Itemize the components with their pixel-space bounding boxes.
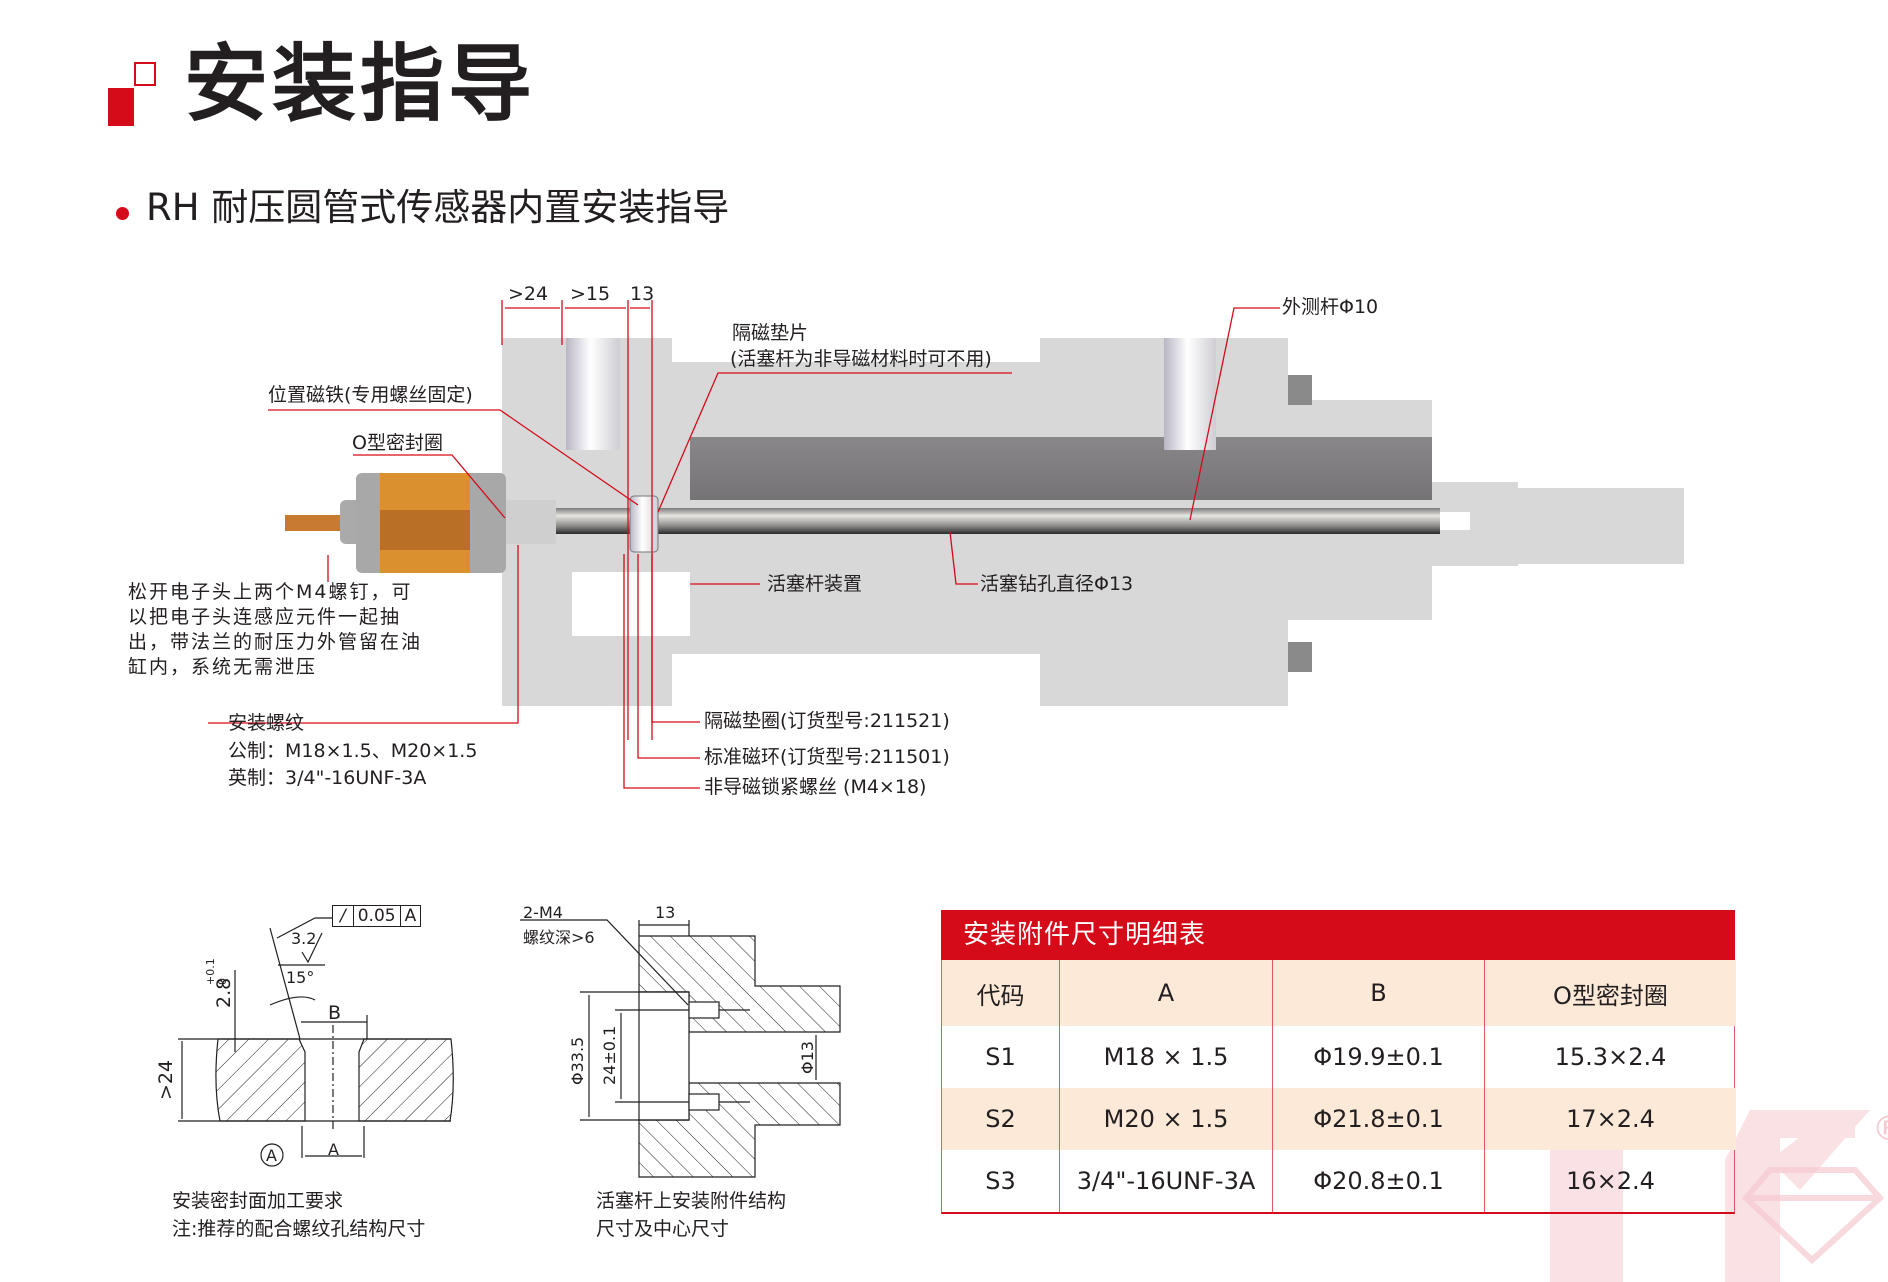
magnet-ring xyxy=(629,495,659,553)
dim-label-24: >24 xyxy=(508,283,549,305)
depth-tolerance: +0.1 0 xyxy=(204,958,230,985)
thread-depth-label: 螺纹深>6 xyxy=(523,928,595,947)
table-cell: S3 xyxy=(942,1150,1060,1212)
bore-dia-label: Φ13 xyxy=(798,1041,817,1074)
registered-mark: ® xyxy=(1872,1109,1888,1149)
dim-label-13: 13 xyxy=(630,283,655,305)
tolerance-frame: / 0.05 A xyxy=(332,905,422,927)
piston-caption: 活塞杆上安装附件结构 尺寸及中心尺寸 xyxy=(596,1190,787,1240)
label-position-magnet: 位置磁铁(专用螺丝固定) xyxy=(268,384,473,406)
piston-attachment-diagram xyxy=(520,919,841,1178)
width-dim-label: 13 xyxy=(655,903,676,922)
label-isolation-shim: 隔磁垫片 xyxy=(732,322,809,344)
leader-lines xyxy=(208,300,1280,789)
label-piston-bore: 活塞钻孔直径Φ13 xyxy=(980,573,1134,595)
title-logo-icon xyxy=(108,62,158,126)
dim-a-label: A xyxy=(328,1140,339,1159)
table-cell: Φ21.8±0.1 xyxy=(1273,1088,1485,1150)
roughness-value: 3.2 xyxy=(291,929,317,948)
table-cell: 17×2.4 xyxy=(1485,1088,1736,1150)
table-title: 安装附件尺寸明细表 xyxy=(941,910,1735,960)
tolerance-datum: A xyxy=(404,906,417,926)
label-standard-magnet: 标准磁环(订货型号:211501) xyxy=(704,746,950,768)
label-lock-screw: 非导磁锁紧螺丝 (M4×18) xyxy=(704,776,927,798)
column-header-a: A xyxy=(1060,960,1273,1026)
column-header-o-ring: O型密封圈 xyxy=(1485,960,1736,1026)
tolerance-symbol: / xyxy=(333,906,354,926)
outer-dia-label: Φ33.5 xyxy=(568,1036,587,1085)
seal-surface-diagram xyxy=(178,917,454,1167)
dim-b-label: B xyxy=(328,1002,342,1024)
page-title: 安装指导 xyxy=(184,35,537,133)
cylinder-cross-section-diagram xyxy=(285,338,1684,706)
screw-label: 2-M4 xyxy=(523,903,563,922)
angle-value: 15° xyxy=(286,968,315,987)
table-cell: 16×2.4 xyxy=(1566,1167,1655,1195)
accessory-dimension-table: 安装附件尺寸明细表 代码 A B O型密封圈 S1 M18 × 1.5 Φ19.… xyxy=(941,910,1736,1214)
table-cell: S1 xyxy=(942,1026,1060,1088)
section-subtitle: RH 耐压圆管式传感器内置安装指导 xyxy=(146,186,730,229)
measuring-rod xyxy=(540,508,1440,534)
table-cell: 15.3×2.4 xyxy=(1554,1043,1667,1071)
table-cell: M20 × 1.5 xyxy=(1060,1088,1273,1150)
table-cell: Φ20.8±0.1 xyxy=(1273,1150,1485,1212)
label-isolation-washer: 隔磁垫圈(订货型号:211521) xyxy=(704,710,950,732)
seal-caption: 安装密封面加工要求 注:推荐的配合螺纹孔结构尺寸 xyxy=(172,1190,426,1240)
label-piston-rod-assembly: 活塞杆装置 xyxy=(767,573,863,595)
label-outer-rod: 外测杆Φ10 xyxy=(1282,296,1379,318)
table-cell: Φ19.9±0.1 xyxy=(1273,1026,1485,1088)
datum-circle-label: A xyxy=(266,1146,277,1165)
column-header-code: 代码 xyxy=(942,960,1060,1026)
label-o-ring: O型密封圈 xyxy=(352,432,443,454)
removal-note: 松开电子头上两个M4螺钉，可 以把电子头连感应元件一起抽 出，带法兰的耐压力外管… xyxy=(128,581,423,678)
table-cell: M18 × 1.5 xyxy=(1060,1026,1273,1088)
table-cell: S2 xyxy=(942,1088,1060,1150)
bullet-icon xyxy=(116,207,129,220)
dim-label-15: >15 xyxy=(570,283,611,305)
table-cell: 3/4"-16UNF-3A xyxy=(1060,1150,1273,1212)
tolerance-value: 0.05 xyxy=(354,906,401,926)
thread-spec: 安装螺纹 公制：M18×1.5、M20×1.5 英制：3/4"-16UNF-3A xyxy=(228,712,478,790)
pitch-dim-label: 24±0.1 xyxy=(600,1025,619,1085)
table-grid: 代码 A B O型密封圈 S1 M18 × 1.5 Φ19.9±0.1 15.3… xyxy=(941,960,1736,1214)
column-header-b: B xyxy=(1273,960,1485,1026)
min-depth-label: >24 xyxy=(155,1059,177,1100)
label-isolation-shim-note: (活塞杆为非导磁材料时可不用) xyxy=(730,348,992,370)
inner-chamber xyxy=(690,437,1432,500)
